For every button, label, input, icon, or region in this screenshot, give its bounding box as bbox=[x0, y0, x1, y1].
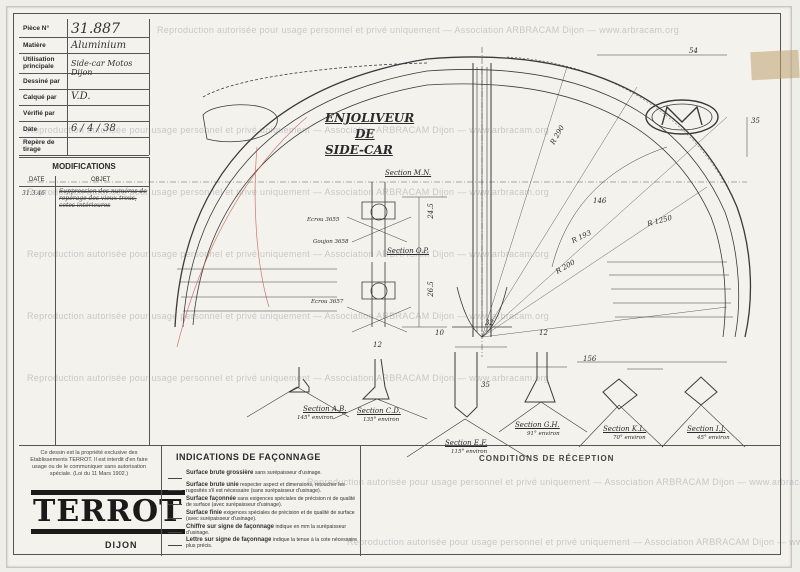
sheet-border bbox=[13, 13, 781, 555]
indication-item: Lettre sur signe de façonnage indique la… bbox=[186, 537, 358, 549]
dim-label: 54 bbox=[689, 47, 698, 55]
dim-label: 12 bbox=[539, 329, 548, 337]
part-label: Ecrou 3655 bbox=[307, 217, 340, 223]
watermark: Reproduction autorisée pour usage person… bbox=[27, 373, 550, 383]
row-piece: Pièce N°31.887 bbox=[19, 19, 149, 38]
dim-label: 26.5 bbox=[426, 281, 435, 297]
modification-text: Suppression des numéros de repérage des … bbox=[59, 188, 147, 209]
section-label: Section I.J. bbox=[687, 425, 726, 433]
section-label: Section K.L. bbox=[603, 425, 647, 433]
watermark: Reproduction autorisée pour usage person… bbox=[27, 187, 550, 197]
part-label: Ecrou 3657 bbox=[311, 299, 344, 305]
section-label: Section M.N. bbox=[385, 169, 432, 177]
part-label: Goujon 3658 bbox=[313, 239, 349, 245]
drawing-title-2: DE bbox=[355, 127, 375, 141]
section-label: Section O.P. bbox=[387, 247, 429, 255]
section-note: 115° environ bbox=[451, 449, 488, 455]
watermark: Reproduction autorisée pour usage person… bbox=[27, 249, 550, 259]
watermark: Reproduction autorisée pour usage person… bbox=[157, 25, 680, 35]
section-note: 145° environ bbox=[297, 415, 334, 421]
row-repere: Repère de tirage bbox=[19, 137, 149, 156]
section-note: 45° environ bbox=[697, 435, 730, 441]
modifications-block: MODIFICATIONS DATE OBJET 31.3.46 Suppres… bbox=[19, 157, 150, 446]
indication-item: Surface brute unie respecter aspect et d… bbox=[186, 482, 345, 494]
indication-item: Surface finie exigences spéciales de pré… bbox=[186, 510, 355, 522]
terrot-logo: TERROT DIJON bbox=[25, 490, 185, 550]
watermark: Reproduction autorisée pour usage person… bbox=[307, 477, 800, 487]
indications-block: INDICATIONS DE FAÇONNAGE Surface brute g… bbox=[161, 446, 361, 556]
section-note: 91° environ bbox=[527, 431, 560, 437]
indication-item: Surface brute grossière sans surépaisseu… bbox=[186, 470, 322, 476]
row-dessine: Dessiné par bbox=[19, 73, 149, 90]
footer-block: Ce dessin est la propriété exclusive des… bbox=[19, 445, 781, 556]
dim-label: 24.5 bbox=[426, 203, 435, 219]
piece-number: 31.887 bbox=[71, 21, 120, 37]
dim-label: 35 bbox=[481, 381, 490, 389]
watermark: Reproduction autorisée pour usage person… bbox=[347, 537, 800, 547]
section-label: Section E.F. bbox=[445, 439, 488, 447]
section-label: Section A.B. bbox=[303, 405, 347, 413]
row-verifie: Vérifié par bbox=[19, 105, 149, 122]
section-note: 70° environ bbox=[613, 435, 646, 441]
section-note: 135° environ bbox=[363, 417, 400, 423]
drawing-title-1: ENJOLIVEUR bbox=[325, 111, 415, 125]
technical-drawing bbox=[27, 47, 752, 458]
watermark: Reproduction autorisée pour usage person… bbox=[27, 125, 550, 135]
section-label: Section C.D. bbox=[357, 407, 401, 415]
dim-label: 146 bbox=[593, 197, 607, 205]
brand-city: DIJON bbox=[105, 540, 138, 550]
conditions-title: CONDITIONS DE RÉCEPTION bbox=[479, 454, 615, 463]
indication-item: Surface façonnée sans exigences spéciale… bbox=[186, 496, 356, 508]
dim-label: 12 bbox=[373, 341, 382, 349]
brand-name: TERROT bbox=[31, 490, 185, 534]
modification-date: 31.3.46 bbox=[22, 190, 45, 197]
section-label: Section G.H. bbox=[515, 421, 560, 429]
modifications-columns: DATE OBJET bbox=[19, 176, 149, 187]
indication-item: Chiffre sur signe de façonnage indique e… bbox=[186, 524, 347, 536]
modifications-heading: MODIFICATIONS bbox=[52, 162, 116, 171]
dim-label: 32 bbox=[485, 319, 494, 327]
dim-label: 10 bbox=[435, 329, 444, 337]
indications-title: INDICATIONS DE FAÇONNAGE bbox=[176, 452, 321, 462]
drawing-title-3: SIDE-CAR bbox=[325, 143, 393, 157]
dim-label: 156 bbox=[583, 355, 597, 363]
dim-label: 35 bbox=[751, 117, 760, 125]
ownership-notice: Ce dessin est la propriété exclusive des… bbox=[30, 450, 148, 477]
watermark: Reproduction autorisée pour usage person… bbox=[27, 311, 550, 321]
